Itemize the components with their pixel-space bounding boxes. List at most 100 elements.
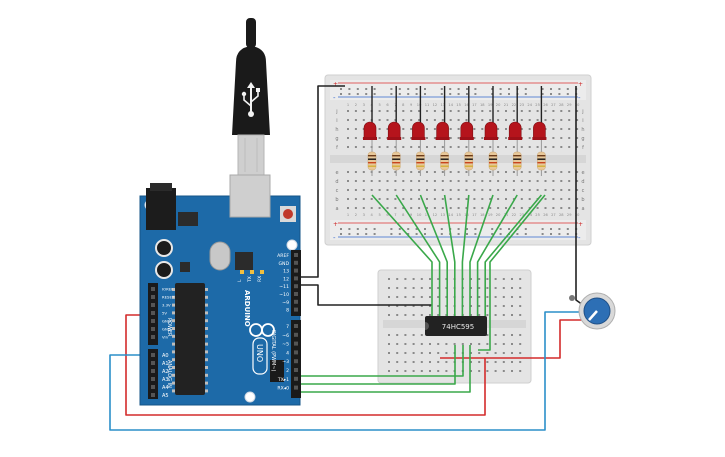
digital-pin-label: ~9 bbox=[282, 300, 289, 306]
shift-register-label: 74HC595 bbox=[442, 323, 474, 331]
column-number: 27 bbox=[551, 103, 556, 107]
red-led[interactable] bbox=[363, 121, 377, 139]
digital-pin-label: 4 bbox=[286, 350, 289, 356]
header-pin[interactable] bbox=[294, 253, 298, 257]
header-pin[interactable] bbox=[294, 376, 298, 381]
analog-pin-label: A1 bbox=[162, 361, 169, 367]
column-number: 26 bbox=[543, 213, 548, 217]
column-number: 11 bbox=[425, 213, 430, 217]
column-number: 19 bbox=[488, 213, 493, 217]
column-number: 14 bbox=[448, 103, 453, 107]
column-number: 16 bbox=[464, 103, 469, 107]
data-wire bbox=[469, 194, 494, 316]
header-pin[interactable] bbox=[151, 377, 155, 381]
column-number: 22 bbox=[512, 213, 517, 217]
resistor-band bbox=[440, 162, 449, 164]
red-led[interactable] bbox=[508, 121, 522, 139]
arduino-brand: ARDUINO bbox=[243, 290, 251, 327]
header-pin[interactable] bbox=[294, 292, 298, 296]
row-letter: i bbox=[336, 118, 337, 124]
digital-pin-label: ~11 bbox=[279, 284, 289, 290]
column-number: 30 bbox=[575, 213, 580, 217]
column-number: 2 bbox=[355, 213, 357, 217]
header-pin[interactable] bbox=[294, 341, 298, 346]
analog-section-label: ANALOG IN bbox=[166, 360, 172, 388]
power-pin-label: GND bbox=[162, 319, 171, 324]
header-pin[interactable] bbox=[294, 268, 298, 273]
atmega-chip bbox=[175, 283, 205, 395]
resistor-band bbox=[368, 155, 376, 157]
led-tx-label: TX bbox=[247, 276, 253, 283]
header-pin[interactable] bbox=[294, 324, 298, 328]
resistor-band bbox=[489, 158, 497, 160]
led-base bbox=[508, 137, 523, 140]
header-pin[interactable] bbox=[294, 359, 298, 364]
header-pin[interactable] bbox=[294, 284, 298, 289]
digital-pin-label: AREF bbox=[277, 253, 289, 259]
column-number: 14 bbox=[448, 213, 453, 217]
resistor-band bbox=[440, 155, 449, 157]
column-number: 3 bbox=[363, 103, 365, 107]
header-pin[interactable] bbox=[151, 303, 155, 307]
header-pin[interactable] bbox=[294, 276, 298, 281]
resistor-band bbox=[440, 165, 449, 167]
led-base bbox=[459, 137, 474, 140]
header-pin[interactable] bbox=[294, 299, 298, 304]
digital-pin-label: GND bbox=[278, 261, 289, 267]
resistor-band bbox=[392, 155, 401, 157]
red-led[interactable] bbox=[484, 121, 498, 139]
header-pin[interactable] bbox=[294, 350, 298, 355]
red-led[interactable] bbox=[436, 121, 449, 139]
potentiometer[interactable] bbox=[569, 292, 616, 330]
resistor-band bbox=[368, 158, 376, 160]
header-pin[interactable] bbox=[151, 295, 155, 299]
header-pin[interactable] bbox=[151, 287, 155, 291]
chip-pin bbox=[205, 366, 208, 369]
reset-button[interactable] bbox=[283, 209, 293, 219]
header-pin[interactable] bbox=[151, 319, 155, 323]
header-pin[interactable] bbox=[294, 260, 298, 265]
column-number: 26 bbox=[543, 103, 548, 107]
red-led[interactable] bbox=[460, 121, 474, 139]
digital-pin-label: ~10 bbox=[279, 292, 289, 298]
header-pin[interactable] bbox=[151, 311, 155, 315]
digital-pin-label: ~5 bbox=[282, 342, 289, 348]
header-pin[interactable] bbox=[151, 335, 155, 339]
row-letter: b bbox=[335, 197, 338, 203]
analog-pin-label: A3 bbox=[162, 377, 169, 383]
resistor bbox=[440, 151, 449, 171]
header-pin[interactable] bbox=[151, 369, 155, 373]
ground-wire bbox=[297, 284, 432, 306]
red-led[interactable] bbox=[533, 121, 546, 139]
chip-pin bbox=[172, 350, 175, 354]
header-pin[interactable] bbox=[151, 393, 155, 397]
header-pin[interactable] bbox=[294, 332, 298, 337]
column-number: 13 bbox=[441, 103, 446, 107]
header-pin[interactable] bbox=[151, 385, 155, 389]
red-led[interactable] bbox=[387, 121, 401, 139]
red-led[interactable] bbox=[412, 121, 425, 139]
header-pin[interactable] bbox=[294, 385, 298, 390]
column-number: 12 bbox=[433, 103, 438, 107]
header-pin[interactable] bbox=[151, 361, 155, 365]
led-rx-label: RX bbox=[257, 276, 263, 282]
resistor-band bbox=[440, 158, 449, 160]
chip-pin bbox=[205, 389, 208, 393]
resistor bbox=[416, 151, 425, 171]
column-number: 28 bbox=[559, 213, 564, 217]
led-base bbox=[484, 137, 498, 140]
signal-wire bbox=[109, 311, 587, 431]
chip-pin bbox=[205, 303, 208, 307]
resistor-band bbox=[392, 158, 401, 160]
column-number: 23 bbox=[520, 213, 525, 217]
resistor-band bbox=[392, 165, 401, 167]
header-pin[interactable] bbox=[151, 353, 155, 357]
chip-pin bbox=[172, 288, 175, 291]
column-number: 20 bbox=[496, 103, 501, 107]
header-pin[interactable] bbox=[294, 307, 298, 312]
header-pin[interactable] bbox=[151, 327, 155, 331]
column-number: 25 bbox=[535, 213, 540, 217]
header-pin[interactable] bbox=[294, 368, 298, 372]
row-letter: f bbox=[582, 145, 584, 151]
